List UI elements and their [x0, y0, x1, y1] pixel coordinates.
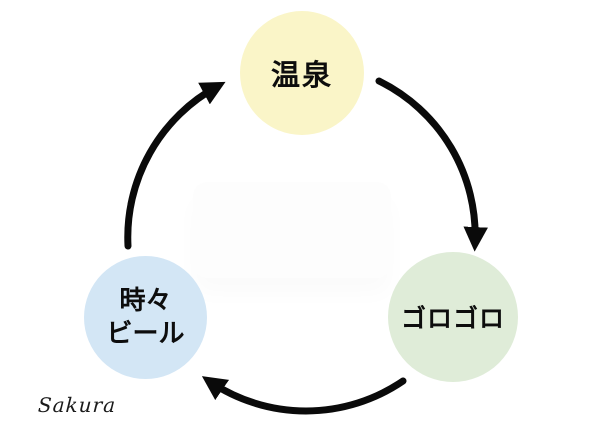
arrow-onsen-to-gorogoro: [375, 77, 488, 252]
node-onsen: 温泉: [240, 11, 364, 135]
node-tokidoki-beer-label: 時々 ビール: [106, 285, 184, 350]
node-onsen-label: 温泉: [270, 58, 333, 92]
node-gorogoro: ゴロゴロ: [388, 252, 518, 382]
node-tokidoki-beer: 時々 ビール: [84, 256, 207, 379]
node-beer-line-2: ビール: [106, 318, 185, 349]
node-beer-line-1: 時々: [119, 286, 172, 316]
arrow-gorogoro-to-beer: [201, 376, 407, 415]
arrow-beer-to-onsen: [124, 81, 226, 250]
node-gorogoro-label: ゴロゴロ: [400, 304, 505, 333]
watermark-ghost: [193, 182, 391, 278]
signature-text: Sakura: [37, 393, 117, 417]
